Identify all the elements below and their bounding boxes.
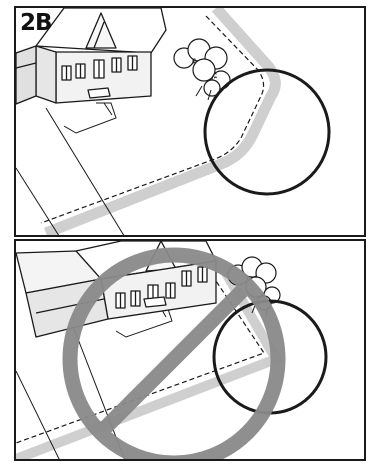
incorrect-placement-illustration	[16, 241, 328, 459]
lawn-edge-line	[45, 107, 125, 235]
house-side-wall	[16, 45, 37, 105]
pale-path	[43, 8, 281, 235]
house-windows	[61, 55, 138, 81]
incorrect-example-panel	[14, 239, 366, 461]
lawn-edge-line	[16, 370, 60, 459]
front-steps	[87, 87, 111, 99]
correct-example-panel: 2B	[14, 6, 366, 237]
house-windows	[115, 266, 208, 309]
walkway	[103, 102, 113, 116]
step-label: 2B	[20, 10, 53, 36]
highlight-circle	[203, 68, 331, 196]
svg-text:ɕ: ɕ	[192, 56, 196, 65]
lawn-edge-line	[16, 167, 60, 235]
svg-text:ɕ: ɕ	[213, 71, 217, 80]
dashed-boundary-line	[40, 15, 265, 224]
house-side-wall	[35, 45, 57, 104]
house	[16, 8, 167, 105]
walkway	[63, 102, 117, 134]
prohibited-icon	[62, 247, 286, 459]
front-steps	[143, 296, 167, 308]
correct-placement-illustration: ɕ ɕ	[16, 8, 331, 235]
